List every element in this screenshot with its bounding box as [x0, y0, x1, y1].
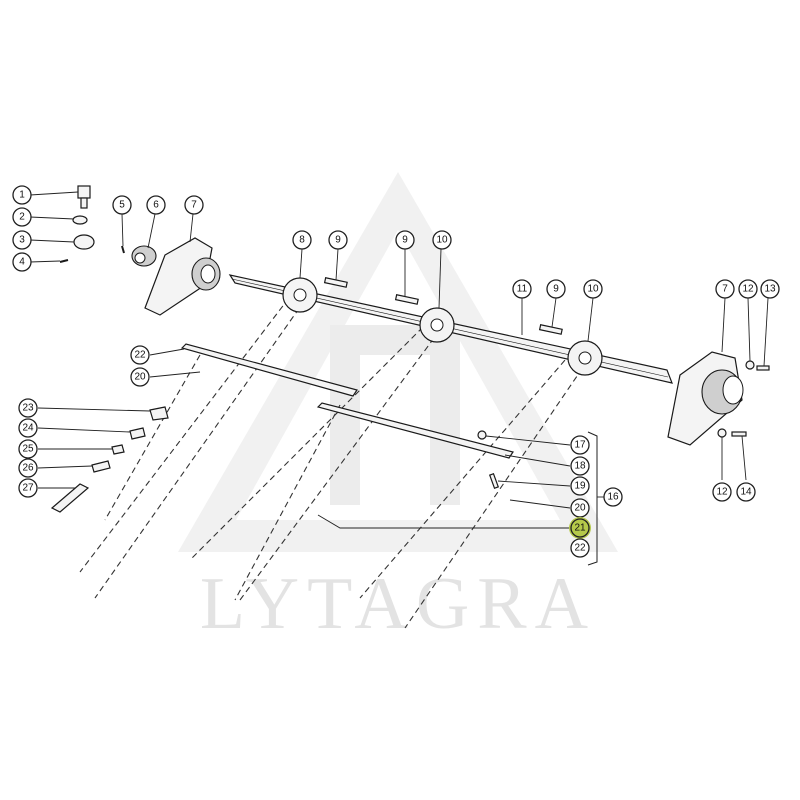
svg-text:24: 24 [22, 423, 34, 434]
callout-6: 6 [146, 195, 166, 215]
callout-16: 16 [603, 487, 623, 507]
callout-9-b: 9 [395, 230, 415, 250]
svg-text:11: 11 [517, 284, 528, 295]
svg-text:6: 6 [153, 200, 159, 211]
leader-lines [29, 191, 769, 529]
svg-text:14: 14 [740, 487, 752, 498]
svg-text:10: 10 [436, 235, 448, 246]
svg-text:22: 22 [134, 350, 146, 361]
callout-14: 14 [736, 482, 756, 502]
clip-part-27 [50, 483, 90, 513]
callout-20-a: 20 [130, 367, 150, 387]
svg-text:7: 7 [722, 284, 728, 295]
pin-part-5 [121, 245, 125, 254]
clip-part-26 [91, 460, 111, 473]
nut-part-2 [72, 215, 88, 225]
svg-text:12: 12 [716, 487, 728, 498]
key-9-b [394, 294, 419, 305]
callout-25: 25 [18, 439, 38, 459]
svg-text:12: 12 [742, 284, 754, 295]
callout-21-highlighted: 21 [569, 517, 591, 539]
callout-2: 2 [12, 207, 32, 227]
bolt-part-13 [756, 365, 770, 371]
svg-text:9: 9 [335, 235, 341, 246]
nut-part-17 [477, 430, 487, 440]
callout-19: 19 [570, 476, 590, 496]
group-bracket-16 [587, 431, 598, 566]
callout-26: 26 [18, 458, 38, 478]
svg-text:10: 10 [587, 284, 599, 295]
svg-text:27: 27 [22, 483, 34, 494]
callout-8: 8 [292, 230, 312, 250]
svg-text:18: 18 [574, 461, 586, 472]
svg-text:22: 22 [574, 543, 586, 554]
svg-text:9: 9 [402, 235, 408, 246]
callout-13: 13 [760, 279, 780, 299]
sprocket-right [567, 340, 603, 376]
callout-11: 11 [512, 279, 532, 299]
svg-text:20: 20 [134, 372, 146, 383]
key-9-c [538, 324, 563, 335]
washer-part-12-a [745, 360, 755, 370]
callouts: 1 2 3 4 5 6 7 8 9 9 10 11 9 10 7 12 13 2… [12, 185, 780, 558]
svg-text:3: 3 [19, 235, 25, 246]
callout-18: 18 [570, 456, 590, 476]
svg-text:13: 13 [764, 284, 776, 295]
clip-part-23 [149, 406, 169, 421]
callout-20-b: 20 [570, 498, 590, 518]
svg-text:16: 16 [607, 492, 619, 503]
sprocket-middle [419, 307, 455, 343]
callout-10-b: 10 [583, 279, 603, 299]
svg-text:23: 23 [22, 403, 34, 414]
collar-part-3 [73, 234, 95, 250]
clip-part-24 [129, 427, 146, 440]
callout-7-right: 7 [715, 279, 735, 299]
callout-12-top: 12 [738, 279, 758, 299]
svg-text:1: 1 [19, 190, 25, 201]
svg-text:20: 20 [574, 503, 586, 514]
callout-10-a: 10 [432, 230, 452, 250]
bearing-housing-right [667, 351, 744, 446]
chain-lines [79, 289, 589, 629]
clip-part-25 [111, 444, 125, 455]
key-9-a [323, 277, 348, 288]
callout-1: 1 [12, 185, 32, 205]
svg-text:17: 17 [574, 440, 586, 451]
watermark-text: LYTAGRA [200, 563, 596, 645]
bearing-part-6 [131, 245, 157, 267]
svg-text:21: 21 [574, 523, 586, 534]
slat-lower [316, 402, 514, 459]
bolt-part-1 [77, 185, 91, 209]
sprocket-left [282, 277, 318, 313]
callout-4: 4 [12, 252, 32, 272]
callout-12-bottom: 12 [712, 482, 732, 502]
svg-text:26: 26 [22, 463, 34, 474]
bolt-part-19 [488, 472, 500, 490]
callout-17: 17 [570, 435, 590, 455]
svg-text:19: 19 [574, 481, 586, 492]
svg-text:9: 9 [553, 284, 559, 295]
svg-text:7: 7 [191, 200, 197, 211]
svg-text:2: 2 [19, 212, 25, 223]
pin-part-4 [59, 259, 69, 263]
bearing-housing-left [144, 237, 221, 316]
callout-23: 23 [18, 398, 38, 418]
callout-3: 3 [12, 230, 32, 250]
washer-part-12-b [717, 428, 727, 438]
callout-7-left: 7 [184, 195, 204, 215]
svg-text:25: 25 [22, 444, 34, 455]
callout-27: 27 [18, 478, 38, 498]
bolt-part-14 [731, 431, 747, 437]
callout-22-b: 22 [570, 538, 590, 558]
callout-9-c: 9 [546, 279, 566, 299]
svg-text:8: 8 [299, 235, 305, 246]
callout-22-a: 22 [130, 345, 150, 365]
callout-24: 24 [18, 418, 38, 438]
svg-text:4: 4 [19, 257, 25, 268]
svg-text:5: 5 [119, 200, 125, 211]
callout-5: 5 [112, 195, 132, 215]
slat-upper [180, 343, 358, 397]
callout-9-a: 9 [328, 230, 348, 250]
